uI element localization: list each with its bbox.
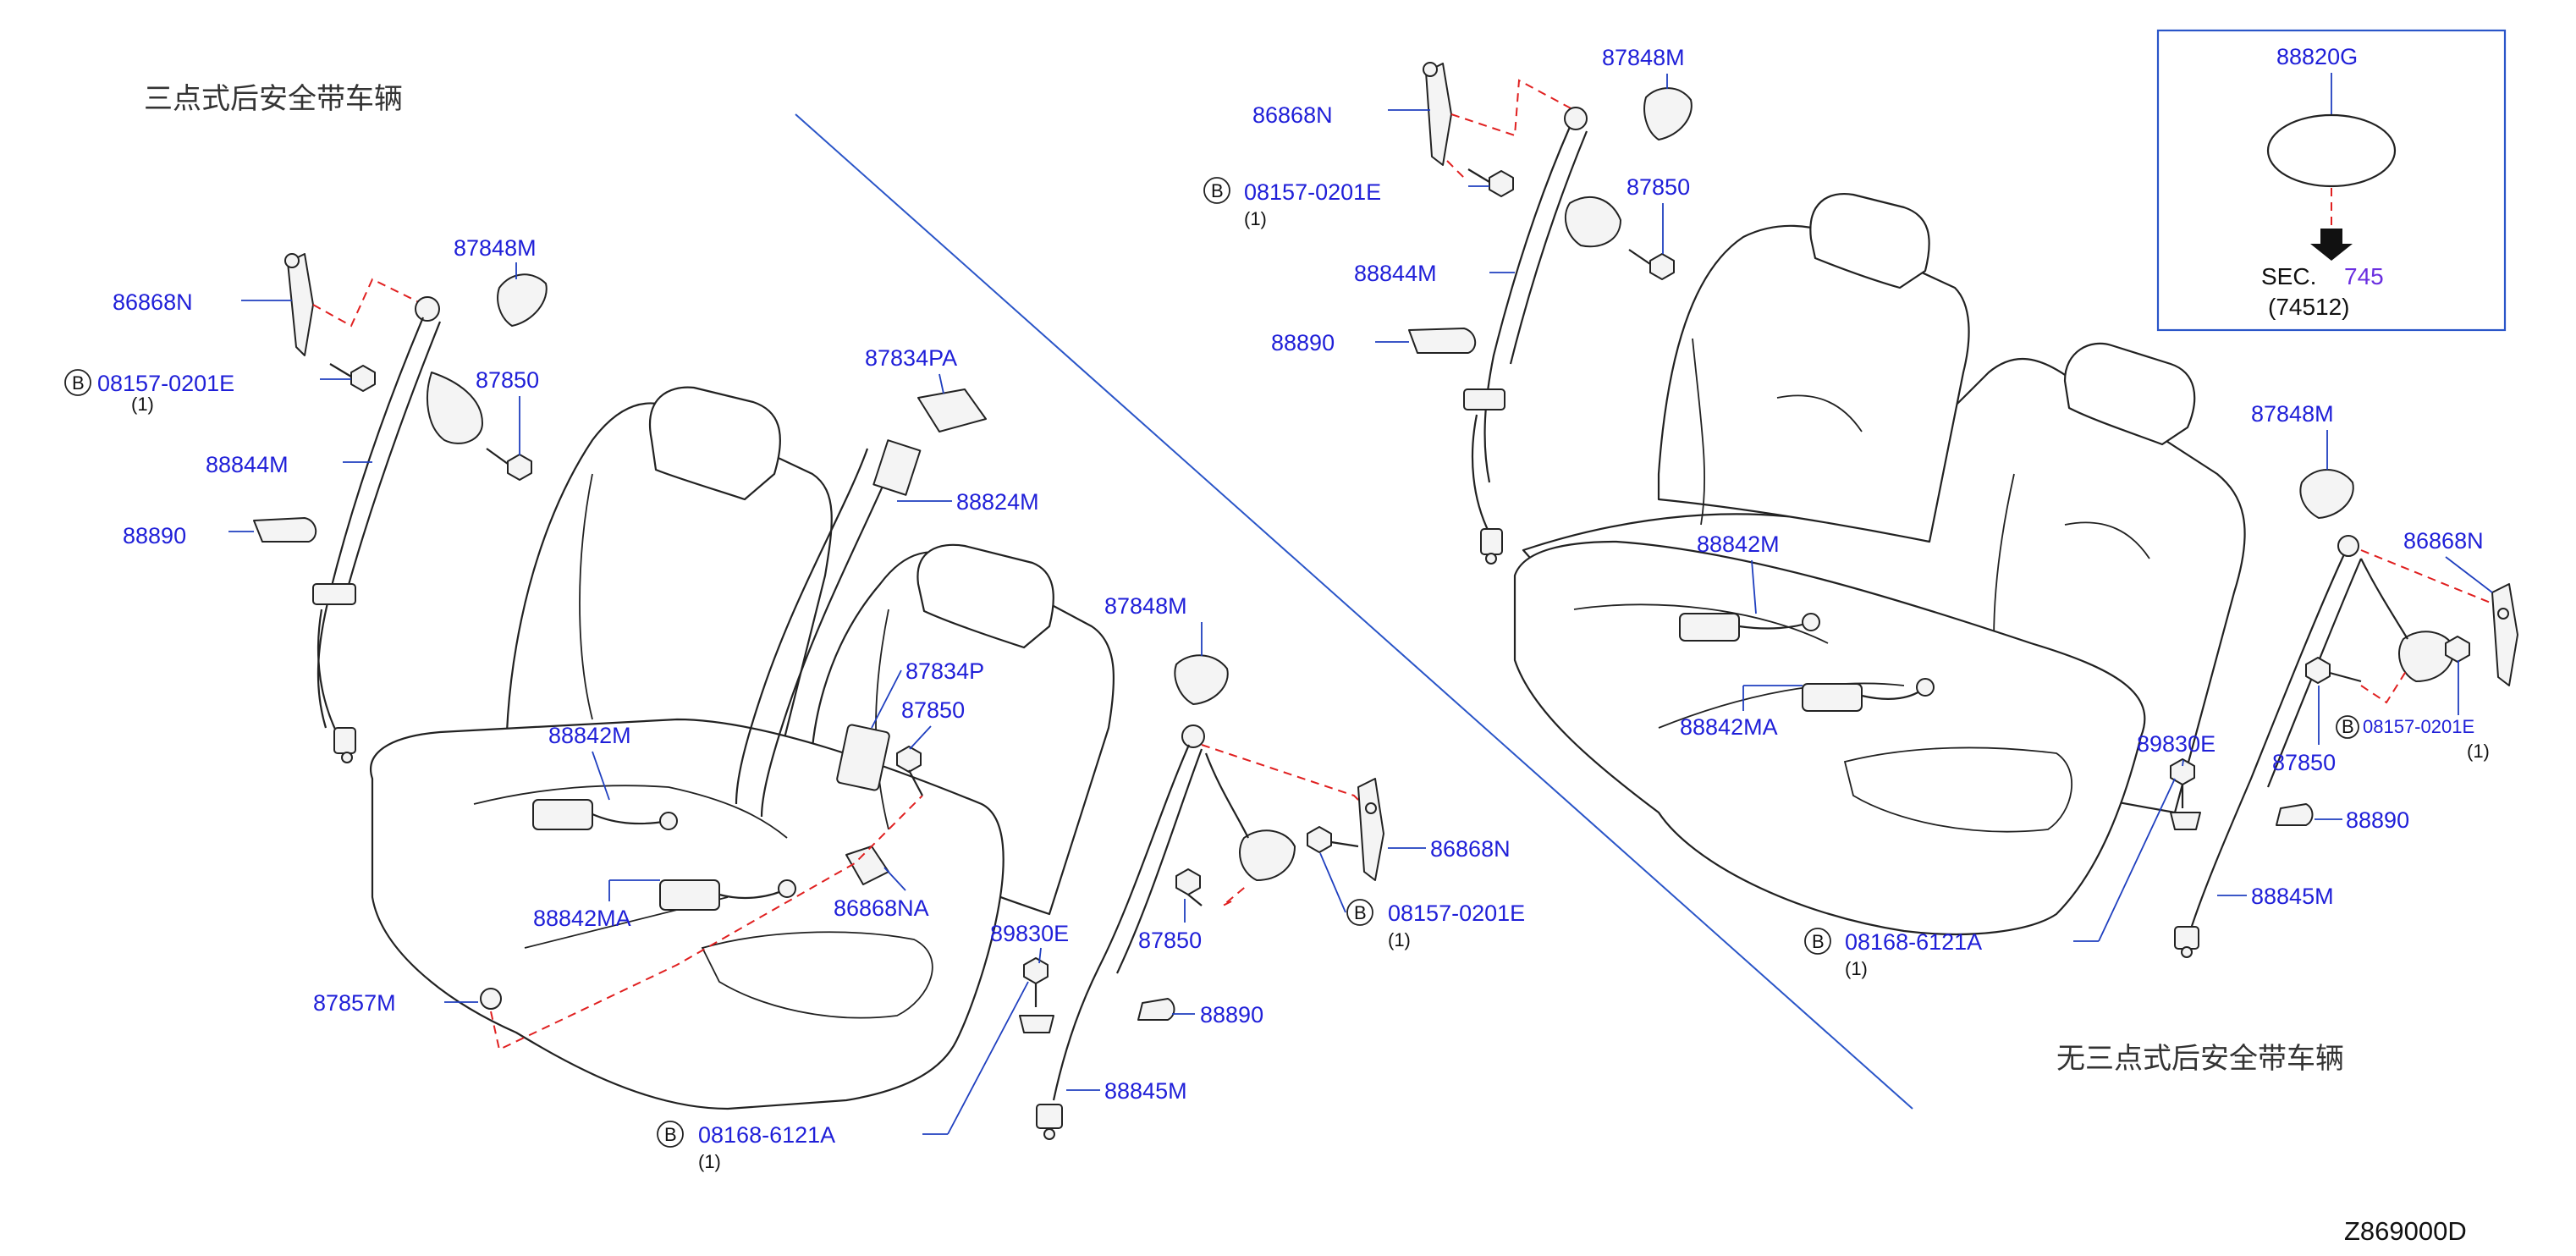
- label-86868N-mid[interactable]: 86868N: [1430, 836, 1511, 862]
- label-88820G[interactable]: 88820G: [2276, 44, 2358, 69]
- section-divider: [795, 113, 1913, 1110]
- middle-labels: 87848M 86868N B 08157-0201E (1) 87850 89…: [657, 593, 1525, 1172]
- label-89830E-right[interactable]: 89830E: [2137, 731, 2215, 757]
- label-88844M-left[interactable]: 88844M: [206, 452, 289, 477]
- label-87848M-mid[interactable]: 87848M: [1104, 593, 1187, 619]
- label-88890-mid[interactable]: 88890: [1200, 1002, 1263, 1027]
- qty-08157-mid: (1): [1388, 929, 1411, 950]
- left-rear-seat: [370, 386, 1115, 1110]
- label-87850-left[interactable]: 87850: [476, 367, 539, 393]
- heading-without-3pt-belt: 无三点式后安全带车辆: [2056, 1042, 2344, 1076]
- label-87850-mid[interactable]: 87850: [1138, 928, 1202, 953]
- label-88845M-mid[interactable]: 88845M: [1104, 1078, 1187, 1104]
- sec-sub-number: (74512): [2268, 294, 2350, 320]
- label-88842M-left[interactable]: 88842M: [548, 723, 631, 748]
- label-88845M-right[interactable]: 88845M: [2251, 884, 2334, 909]
- bolt-mark-icon: B: [72, 372, 85, 394]
- label-88890-left[interactable]: 88890: [123, 523, 186, 548]
- right-top-belt-assembly: [1408, 62, 1693, 565]
- label-88824M[interactable]: 88824M: [956, 489, 1039, 515]
- left-labels: 86868N B 08157-0201E (1) 87848M 87850 88…: [64, 235, 1039, 1016]
- buckle-88842M-right: [1679, 613, 1740, 642]
- label-08157-0201E-right-top[interactable]: 08157-0201E: [1244, 179, 1381, 205]
- label-88844M-right[interactable]: 88844M: [1354, 261, 1437, 286]
- label-08157-0201E-left[interactable]: 08157-0201E: [97, 371, 234, 396]
- sec-number-link[interactable]: 745: [2344, 263, 2384, 289]
- label-89830E-mid[interactable]: 89830E: [990, 921, 1069, 946]
- label-88842MA-right[interactable]: 88842MA: [1680, 714, 1778, 740]
- right-labels: 86868N B 08157-0201E (1) 87848M 87850 88…: [1203, 45, 2493, 979]
- label-87834PA[interactable]: 87834PA: [865, 345, 957, 371]
- qty-08157-left: (1): [131, 394, 154, 415]
- label-08157-0201E-mid[interactable]: 08157-0201E: [1388, 901, 1525, 926]
- inset-88820G: 88820G SEC. 745 (74512): [2156, 29, 2507, 332]
- label-87850-right-top[interactable]: 87850: [1627, 174, 1690, 200]
- label-87834P[interactable]: 87834P: [905, 658, 984, 684]
- label-88890-right-bottom[interactable]: 88890: [2346, 807, 2409, 833]
- bolt-mark-icon: B: [2342, 716, 2354, 737]
- bolt-mark-icon: B: [664, 1124, 677, 1145]
- right-rear-seat: [1513, 193, 2246, 936]
- label-88842MA-left[interactable]: 88842MA: [533, 906, 631, 931]
- buckle-88842M: [532, 799, 593, 830]
- buckle-88842MA-right: [1802, 683, 1863, 712]
- qty-08168-mid: (1): [698, 1151, 721, 1172]
- qty-08157-right-bottom: (1): [2467, 741, 2490, 762]
- right-bottom-belt-assembly: [2170, 469, 2518, 958]
- label-87850-right-bottom[interactable]: 87850: [2272, 750, 2336, 775]
- qty-08168-right: (1): [1845, 958, 1868, 979]
- label-88890-right-top[interactable]: 88890: [1271, 330, 1335, 355]
- label-87850-center[interactable]: 87850: [901, 697, 965, 723]
- qty-08157-right-top: (1): [1244, 208, 1267, 229]
- diagram-code: Z869000D: [2344, 1216, 2467, 1246]
- emblem-badge: [2266, 113, 2397, 188]
- label-86868N-right-bottom[interactable]: 86868N: [2403, 528, 2484, 554]
- label-08168-6121A-right[interactable]: 08168-6121A: [1845, 929, 1982, 955]
- bolt-mark-icon: B: [1812, 931, 1825, 952]
- label-87848M-left[interactable]: 87848M: [454, 235, 537, 261]
- label-86868NA[interactable]: 86868NA: [834, 895, 929, 921]
- label-86868N-right-top[interactable]: 86868N: [1252, 102, 1333, 128]
- label-86868N-left[interactable]: 86868N: [113, 289, 193, 315]
- left-belt-assembly: [253, 253, 548, 763]
- label-08168-6121A-mid[interactable]: 08168-6121A: [698, 1122, 835, 1148]
- heading-with-3pt-belt: 三点式后安全带车辆: [144, 82, 403, 116]
- label-08157-0201E-right-bottom[interactable]: 08157-0201E: [2363, 716, 2474, 737]
- buckle-88842MA: [659, 879, 720, 911]
- arrow-down-icon: [2310, 229, 2353, 261]
- bolt-mark-icon: B: [1354, 902, 1367, 923]
- sec-label: SEC.: [2261, 263, 2316, 289]
- bolt-mark-icon: B: [1211, 180, 1224, 201]
- label-87848M-right-top[interactable]: 87848M: [1602, 45, 1685, 70]
- label-88842M-right[interactable]: 88842M: [1697, 532, 1780, 557]
- label-87848M-right-bottom[interactable]: 87848M: [2251, 401, 2334, 427]
- middle-belt-assembly: [1019, 654, 1384, 1140]
- label-87857M[interactable]: 87857M: [313, 990, 396, 1016]
